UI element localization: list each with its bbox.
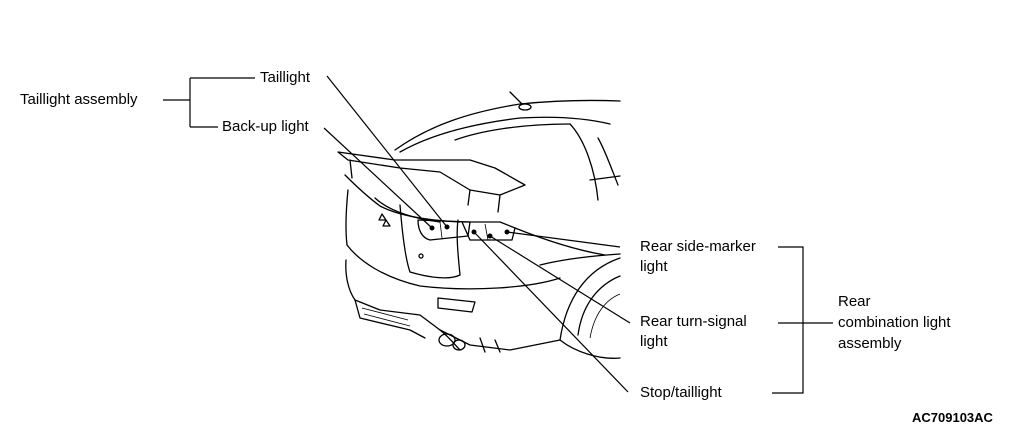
figure-code: AC709103AC (912, 410, 993, 425)
label-rear-combination-line2: combination light (838, 314, 951, 331)
label-rear-combination-line3: assembly (838, 335, 902, 352)
leader-lines (163, 75, 833, 394)
label-backup-light: Back-up light (222, 118, 309, 135)
label-rear-side-marker-line2: light (640, 258, 668, 275)
label-taillight-assembly: Taillight assembly (20, 91, 138, 108)
label-rear-turn-signal-line1: Rear turn-signal (640, 313, 747, 330)
car-body (337, 91, 621, 359)
label-rear-side-marker-line1: Rear side-marker (640, 238, 756, 255)
label-rear-turn-signal-line2: light (640, 333, 668, 350)
label-rear-combination-line1: Rear (838, 293, 871, 310)
label-stop-taillight: Stop/taillight (640, 384, 722, 401)
label-taillight: Taillight (260, 69, 311, 86)
